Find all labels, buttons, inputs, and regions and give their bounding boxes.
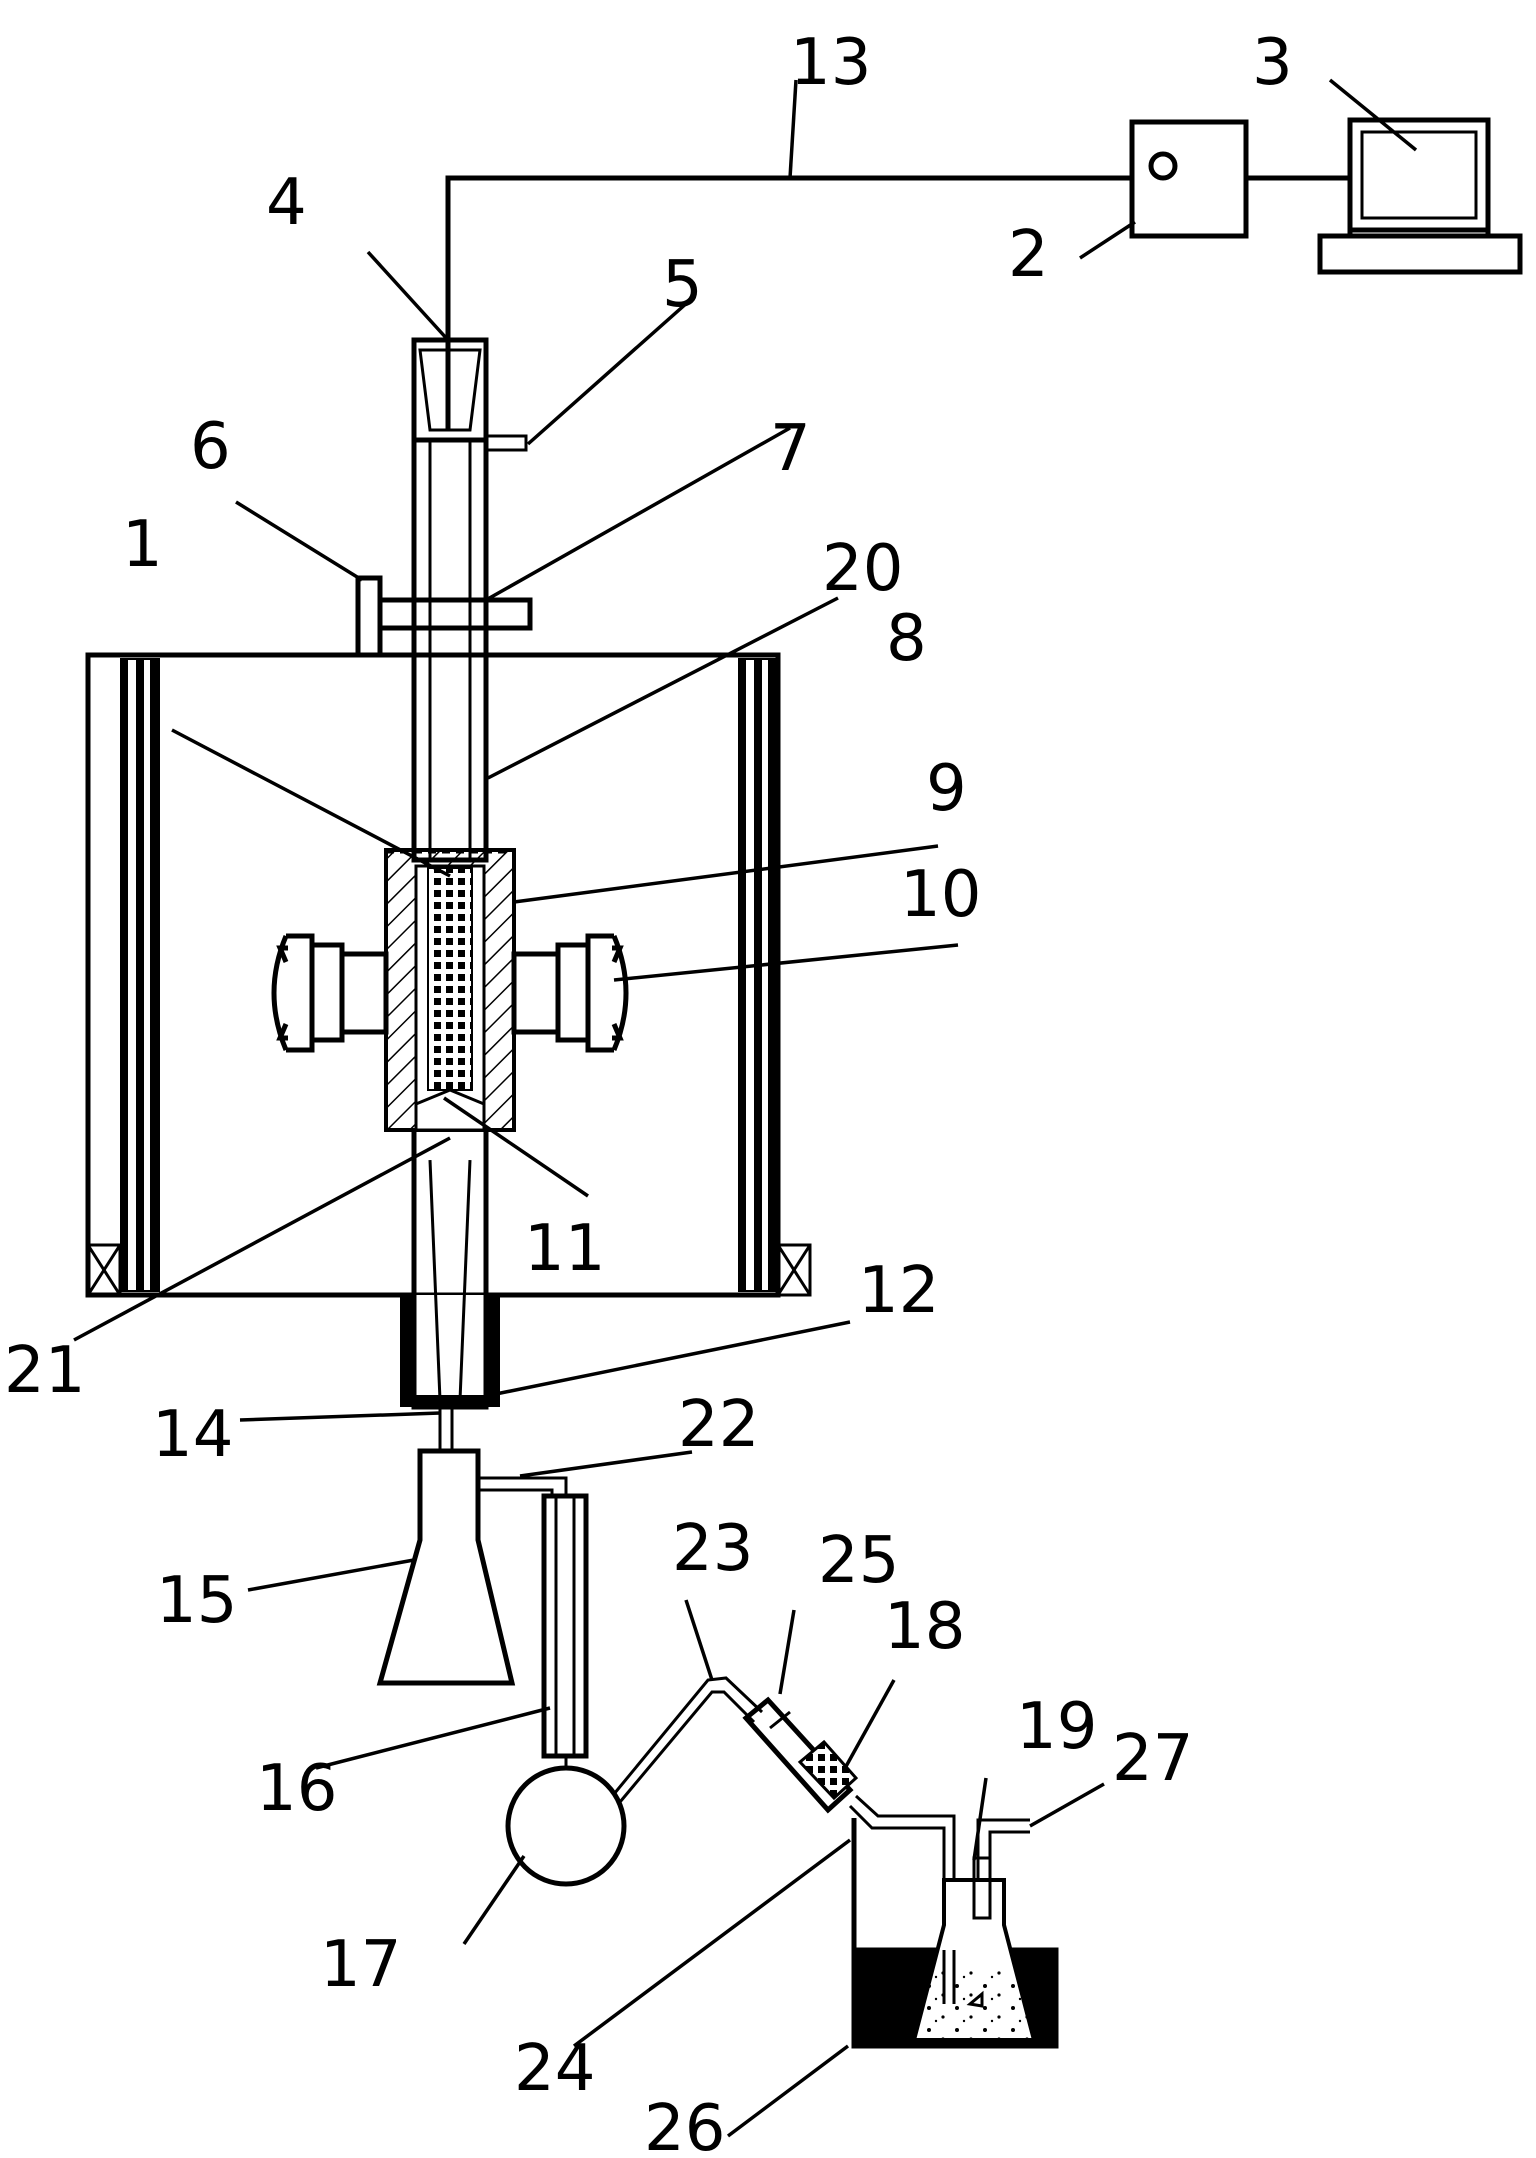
controller-box [1129,119,1249,239]
label-16: 16 [256,1752,337,1826]
collection-flask [376,1448,516,1686]
label-3: 3 [1252,26,1293,100]
label-5: 5 [662,248,703,322]
label-23: 23 [672,1512,753,1586]
label-2: 2 [1008,218,1049,292]
label-11: 11 [524,1212,605,1286]
label-4: 4 [266,166,307,240]
label-18: 18 [884,1590,965,1664]
label-12: 12 [858,1254,939,1328]
callout-labels: 13 3 2 4 5 6 7 1 20 8 9 10 11 12 21 14 2… [4,26,1293,2158]
label-13: 13 [790,26,871,100]
top-stopper [411,337,489,443]
transfer-pipe [612,1676,764,1803]
drying-tube [742,1696,854,1814]
sample-column [427,867,473,1091]
signal-cable [445,175,1132,430]
bubbler-bottle [911,1856,1037,2042]
magnet-coil-right [511,933,629,1053]
filter-section [797,1739,859,1801]
side-outlet [484,434,528,452]
round-flask [505,1765,627,1887]
label-1: 1 [122,508,163,582]
label-6: 6 [190,410,231,484]
exhaust-pipe [976,1818,1030,1880]
label-17: 17 [320,1928,401,2002]
tube-clamp [355,575,533,658]
label-9: 9 [926,752,967,826]
magnet-coil-left [271,933,389,1053]
furnace-support-left [86,1243,122,1297]
label-14: 14 [152,1398,233,1472]
computer-monitor [1317,117,1523,275]
leader-lines [73,78,1418,2138]
connector-pipe [438,1405,454,1453]
furnace-body [85,652,812,1298]
outlet-pipe [478,1476,568,1496]
label-15: 15 [156,1564,237,1638]
label-22: 22 [678,1388,759,1462]
label-21: 21 [4,1334,85,1408]
condenser-tube [541,1493,589,1759]
label-26: 26 [644,2092,725,2158]
label-19: 19 [1016,1690,1097,1764]
bubbler-pipe [848,1794,956,1950]
furnace-support-right [776,1243,812,1297]
label-10: 10 [900,858,981,932]
label-8: 8 [886,602,927,676]
label-7: 7 [770,412,811,486]
label-24: 24 [514,2032,595,2106]
label-27: 27 [1112,1722,1193,1796]
label-20: 20 [822,532,903,606]
label-25: 25 [818,1524,899,1598]
